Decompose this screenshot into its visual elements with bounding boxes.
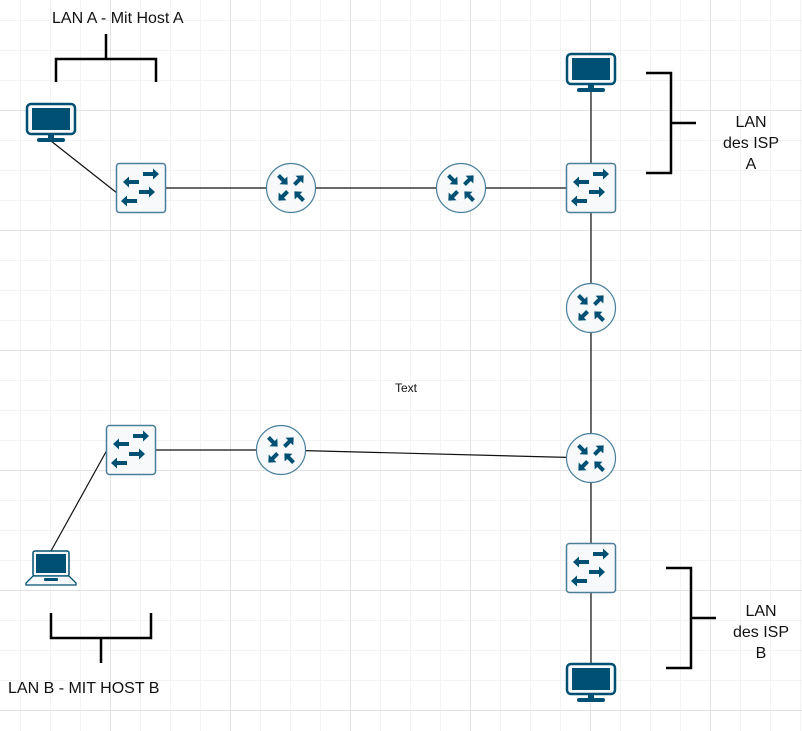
link-switch-b-host-b[interactable]	[50, 449, 108, 552]
router-arrows-icon	[577, 444, 605, 472]
isp-b-bracket	[666, 566, 716, 670]
desktop-monitor-icon	[565, 662, 617, 702]
router-arrows-icon	[277, 174, 305, 202]
router-2-router[interactable]: Router 2	[435, 162, 487, 214]
switch-body	[565, 542, 617, 594]
isp-a-switch-switch[interactable]: ISP A Switch	[565, 162, 617, 214]
lan-b-bracket	[49, 613, 153, 663]
isp-a-label: LAN des ISP A	[722, 114, 780, 173]
router-3-router[interactable]: Router 3	[565, 282, 617, 334]
nodes-layer: Host A Switch LAN A Router 1 Router 2 ISP A …	[25, 52, 617, 702]
router-arrows-icon	[267, 436, 295, 464]
desktop-monitor-icon	[565, 52, 617, 92]
switch-b-switch[interactable]: Switch LAN B	[105, 424, 157, 476]
host-a-desktop[interactable]: Host A	[25, 102, 77, 142]
router-body	[435, 162, 487, 214]
isp-b-label: LAN des ISP B	[732, 603, 790, 662]
link-router-5-router-4[interactable]	[280, 449, 592, 459]
router-arrows-icon	[577, 294, 605, 322]
router-1-router[interactable]: Router 1	[265, 162, 317, 214]
laptop-icon	[25, 550, 77, 586]
lan-a-label: LAN A - Mit Host A	[52, 10, 184, 27]
host-b-laptop[interactable]: Host B	[25, 550, 77, 586]
lan-a-bracket	[54, 34, 158, 82]
switch-arrows-icon	[121, 168, 159, 207]
switch-body	[105, 424, 157, 476]
router-body	[255, 424, 307, 476]
switch-a-switch[interactable]: Switch LAN A	[115, 162, 167, 214]
isp-b-switch-switch[interactable]: ISP B Switch	[565, 542, 617, 594]
isp-a-bracket	[646, 71, 696, 175]
isp-b-pc-desktop[interactable]: ISP B Host	[565, 662, 617, 702]
switch-body	[115, 162, 167, 214]
desktop-monitor-icon	[25, 102, 77, 142]
link-host-a-switch-a[interactable]	[50, 140, 118, 194]
switch-arrows-icon	[571, 548, 609, 587]
lan-b-label: LAN B - MIT HOST B	[8, 680, 160, 697]
router-arrows-icon	[447, 174, 475, 202]
router-body	[265, 162, 317, 214]
switch-arrows-icon	[571, 168, 609, 207]
router-body	[565, 432, 617, 484]
brackets-layer	[49, 34, 716, 670]
router-body	[565, 282, 617, 334]
router-4-router[interactable]: Router 4	[565, 432, 617, 484]
switch-body	[565, 162, 617, 214]
center-text-label: Text	[395, 381, 418, 395]
isp-a-pc-desktop[interactable]: ISP A Host	[565, 52, 617, 92]
router-5-router[interactable]: Router 5	[255, 424, 307, 476]
switch-arrows-icon	[111, 430, 149, 469]
